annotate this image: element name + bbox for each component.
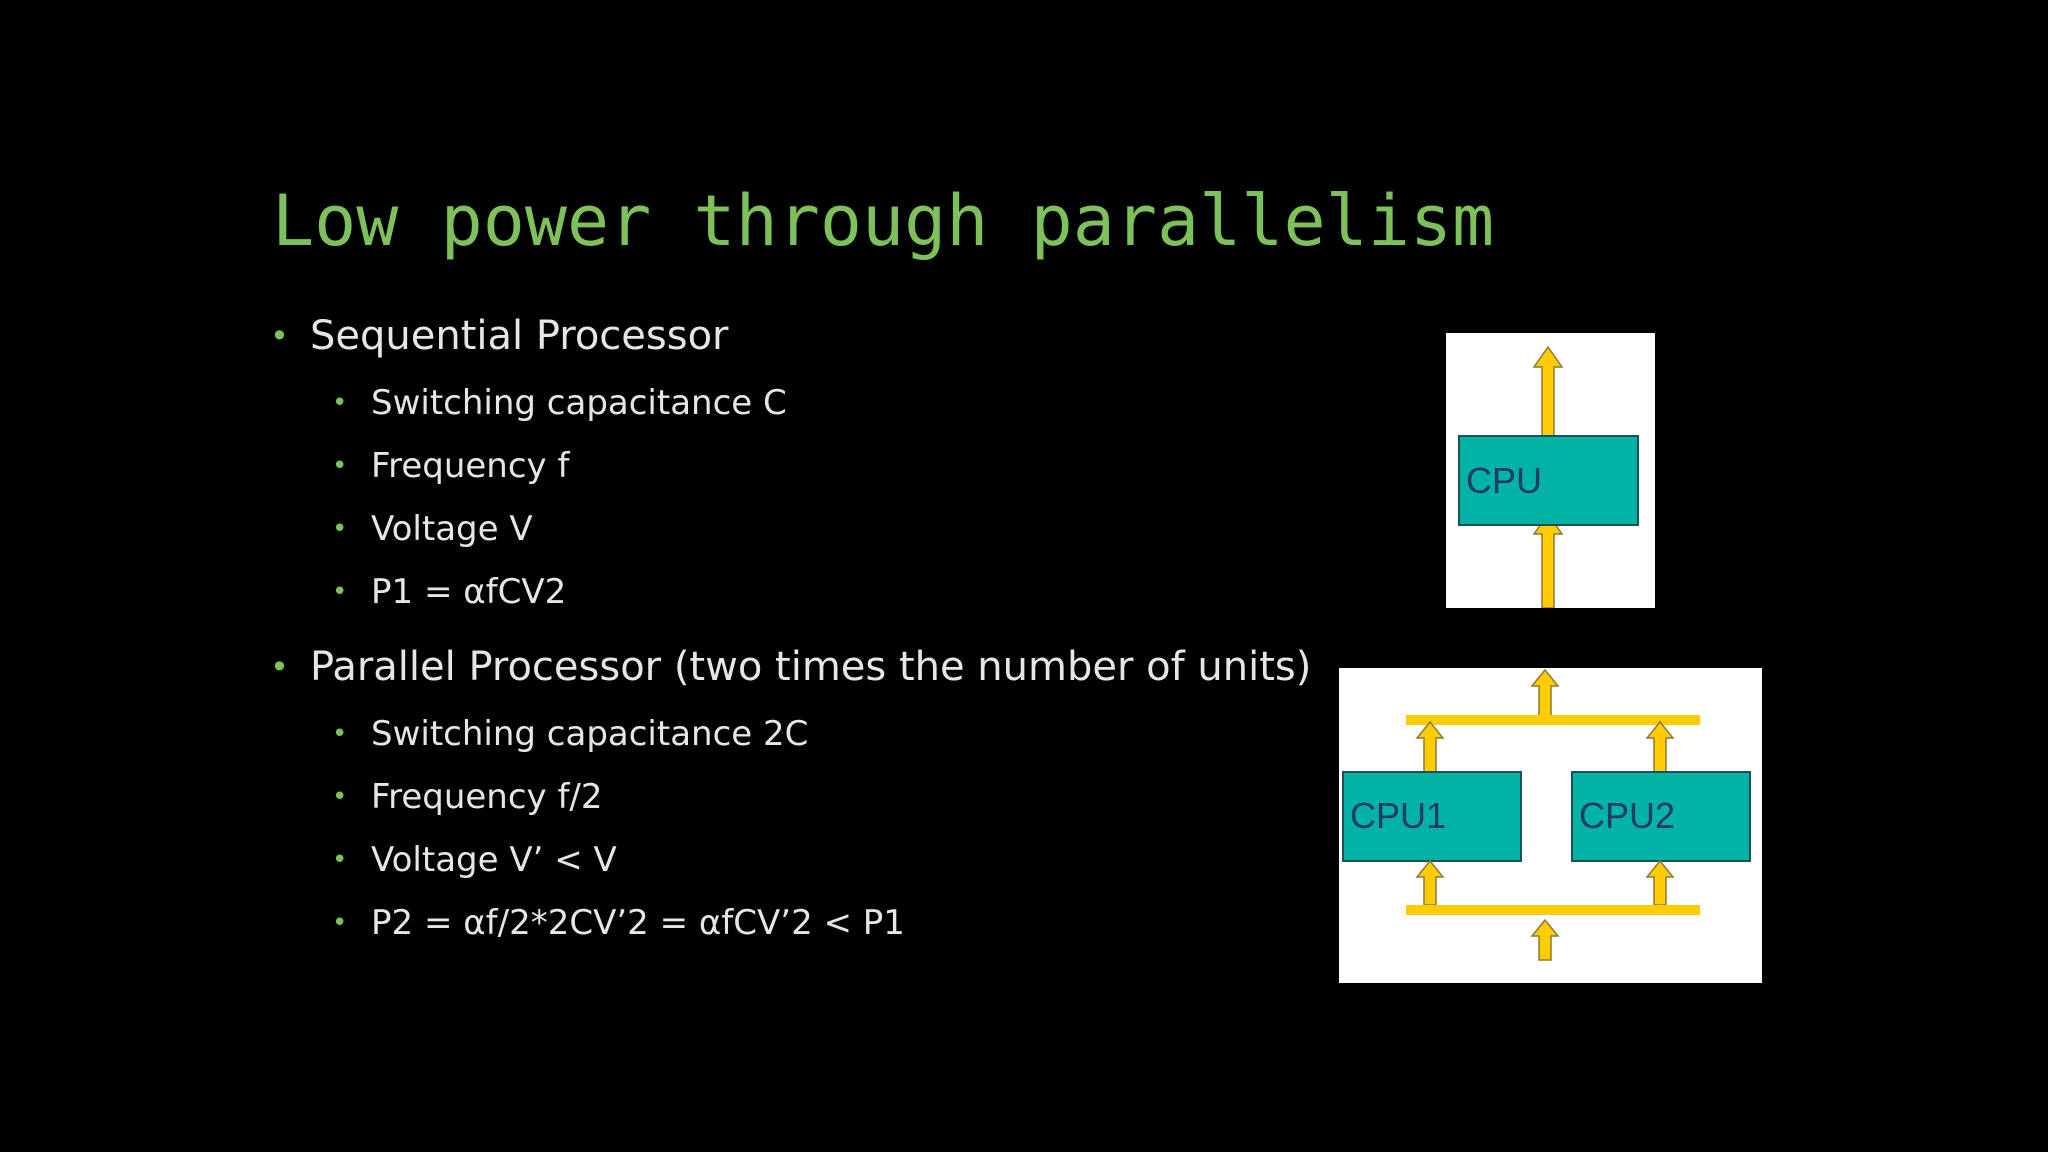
bullet-parallel-processor: • Parallel Processor (two times the numb… [270, 637, 1311, 697]
bullet-text: P2 = αf/2*2CV’2 = αfCV’2 < P1 [371, 903, 905, 943]
parallel-processor-diagram: CPU1 CPU2 [1339, 668, 1762, 983]
bullet-dot: • [332, 577, 348, 607]
bullet-text: Frequency f/2 [371, 777, 603, 817]
sub-bullet-switching-capacitance-2c: • Switching capacitance 2C [270, 708, 1270, 760]
sub-bullet-power-p1: • P1 = αfCV2 [270, 566, 1270, 618]
sequential-processor-diagram: CPU [1446, 333, 1655, 608]
bullet-text: P1 = αfCV2 [371, 572, 567, 612]
input-bus [1406, 905, 1700, 915]
bullet-dot: • [332, 388, 348, 418]
sub-bullet-voltage-prime: • Voltage V’ < V [270, 834, 1270, 886]
cpu-label: CPU [1466, 460, 1542, 501]
input-arrow-icon [1530, 918, 1560, 961]
input-arrow-icon [1532, 512, 1564, 608]
bullet-text: Switching capacitance C [371, 383, 787, 423]
sub-bullet-power-p2: • P2 = αf/2*2CV’2 = αfCV’2 < P1 [270, 897, 1270, 949]
bullet-dot: • [270, 648, 289, 686]
bullet-text: Switching capacitance 2C [371, 714, 809, 754]
bullet-text: Voltage V [371, 509, 533, 549]
cpu2-output-arrow-icon [1645, 720, 1675, 773]
bullet-text: Voltage V’ < V [371, 840, 617, 880]
bullet-dot: • [332, 845, 348, 875]
cpu1-label: CPU1 [1350, 795, 1446, 836]
bullet-dot: • [332, 451, 348, 481]
bullet-dot: • [332, 719, 348, 749]
sub-bullet-switching-capacitance: • Switching capacitance C [270, 377, 1270, 429]
bullet-dot: • [270, 317, 289, 355]
cpu1-output-arrow-icon [1415, 720, 1445, 773]
slide-title: Low power through parallelism [272, 180, 1495, 262]
bullet-dot: • [332, 908, 348, 938]
output-bus [1406, 715, 1700, 725]
bullet-text: Frequency f [371, 446, 570, 486]
sub-bullet-frequency: • Frequency f [270, 440, 1270, 492]
output-arrow-icon [1532, 345, 1564, 437]
cpu-box [1458, 435, 1639, 526]
bullet-sequential-processor: • Sequential Processor [270, 306, 1270, 366]
cpu1-box [1342, 771, 1522, 862]
bullet-text: Parallel Processor (two times the number… [310, 644, 1312, 690]
cpu2-box [1571, 771, 1751, 862]
cpu1-input-arrow-icon [1415, 859, 1445, 906]
bullet-list: • Sequential Processor • Switching capac… [270, 306, 1311, 949]
bullet-dot: • [332, 514, 348, 544]
output-arrow-icon [1530, 668, 1560, 721]
sub-bullet-frequency-half: • Frequency f/2 [270, 771, 1270, 823]
bullet-dot: • [332, 782, 348, 812]
sub-bullet-voltage: • Voltage V [270, 503, 1270, 555]
cpu2-label: CPU2 [1579, 795, 1675, 836]
cpu2-input-arrow-icon [1645, 859, 1675, 906]
bullet-text: Sequential Processor [310, 313, 729, 359]
